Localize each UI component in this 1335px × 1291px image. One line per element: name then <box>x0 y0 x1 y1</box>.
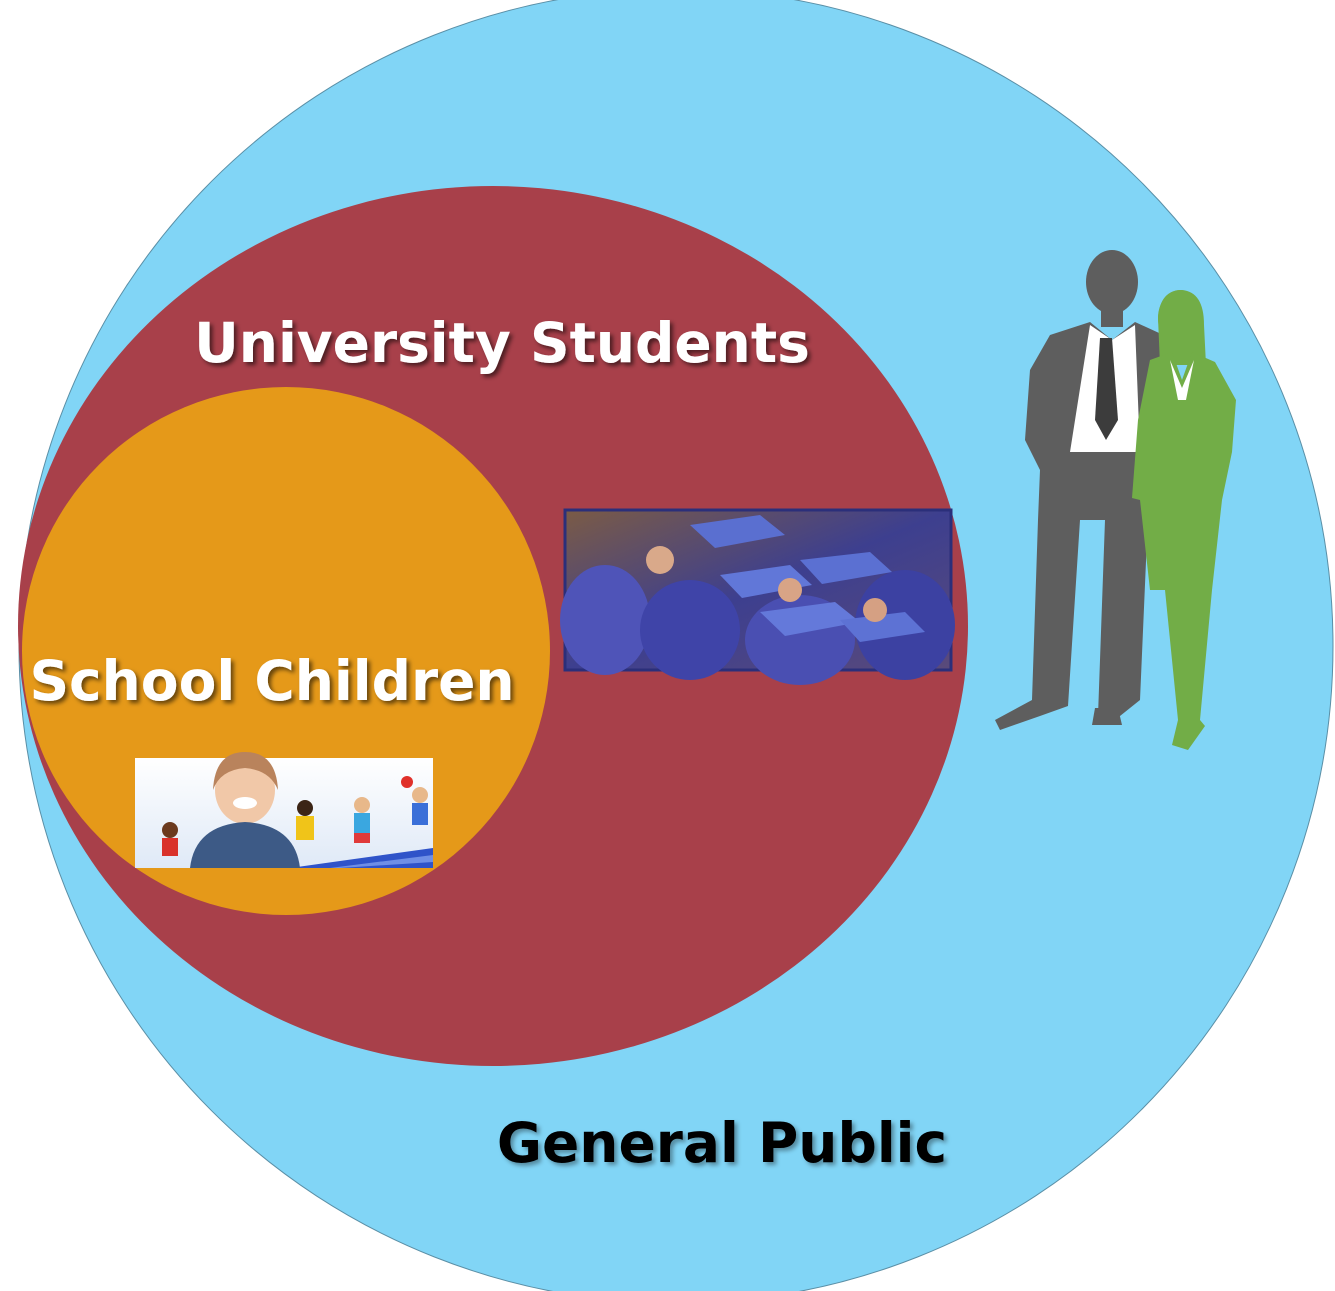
university-students-label: University Students <box>194 311 810 375</box>
children-photo <box>135 752 433 868</box>
school-children-label: School Children <box>29 649 514 713</box>
woman-silhouette-icon <box>1132 290 1236 750</box>
general-public-label: General Public <box>497 1111 947 1175</box>
graduates-photo <box>560 508 955 685</box>
man-silhouette-icon <box>995 250 1180 730</box>
cartoon-kids <box>162 776 428 856</box>
